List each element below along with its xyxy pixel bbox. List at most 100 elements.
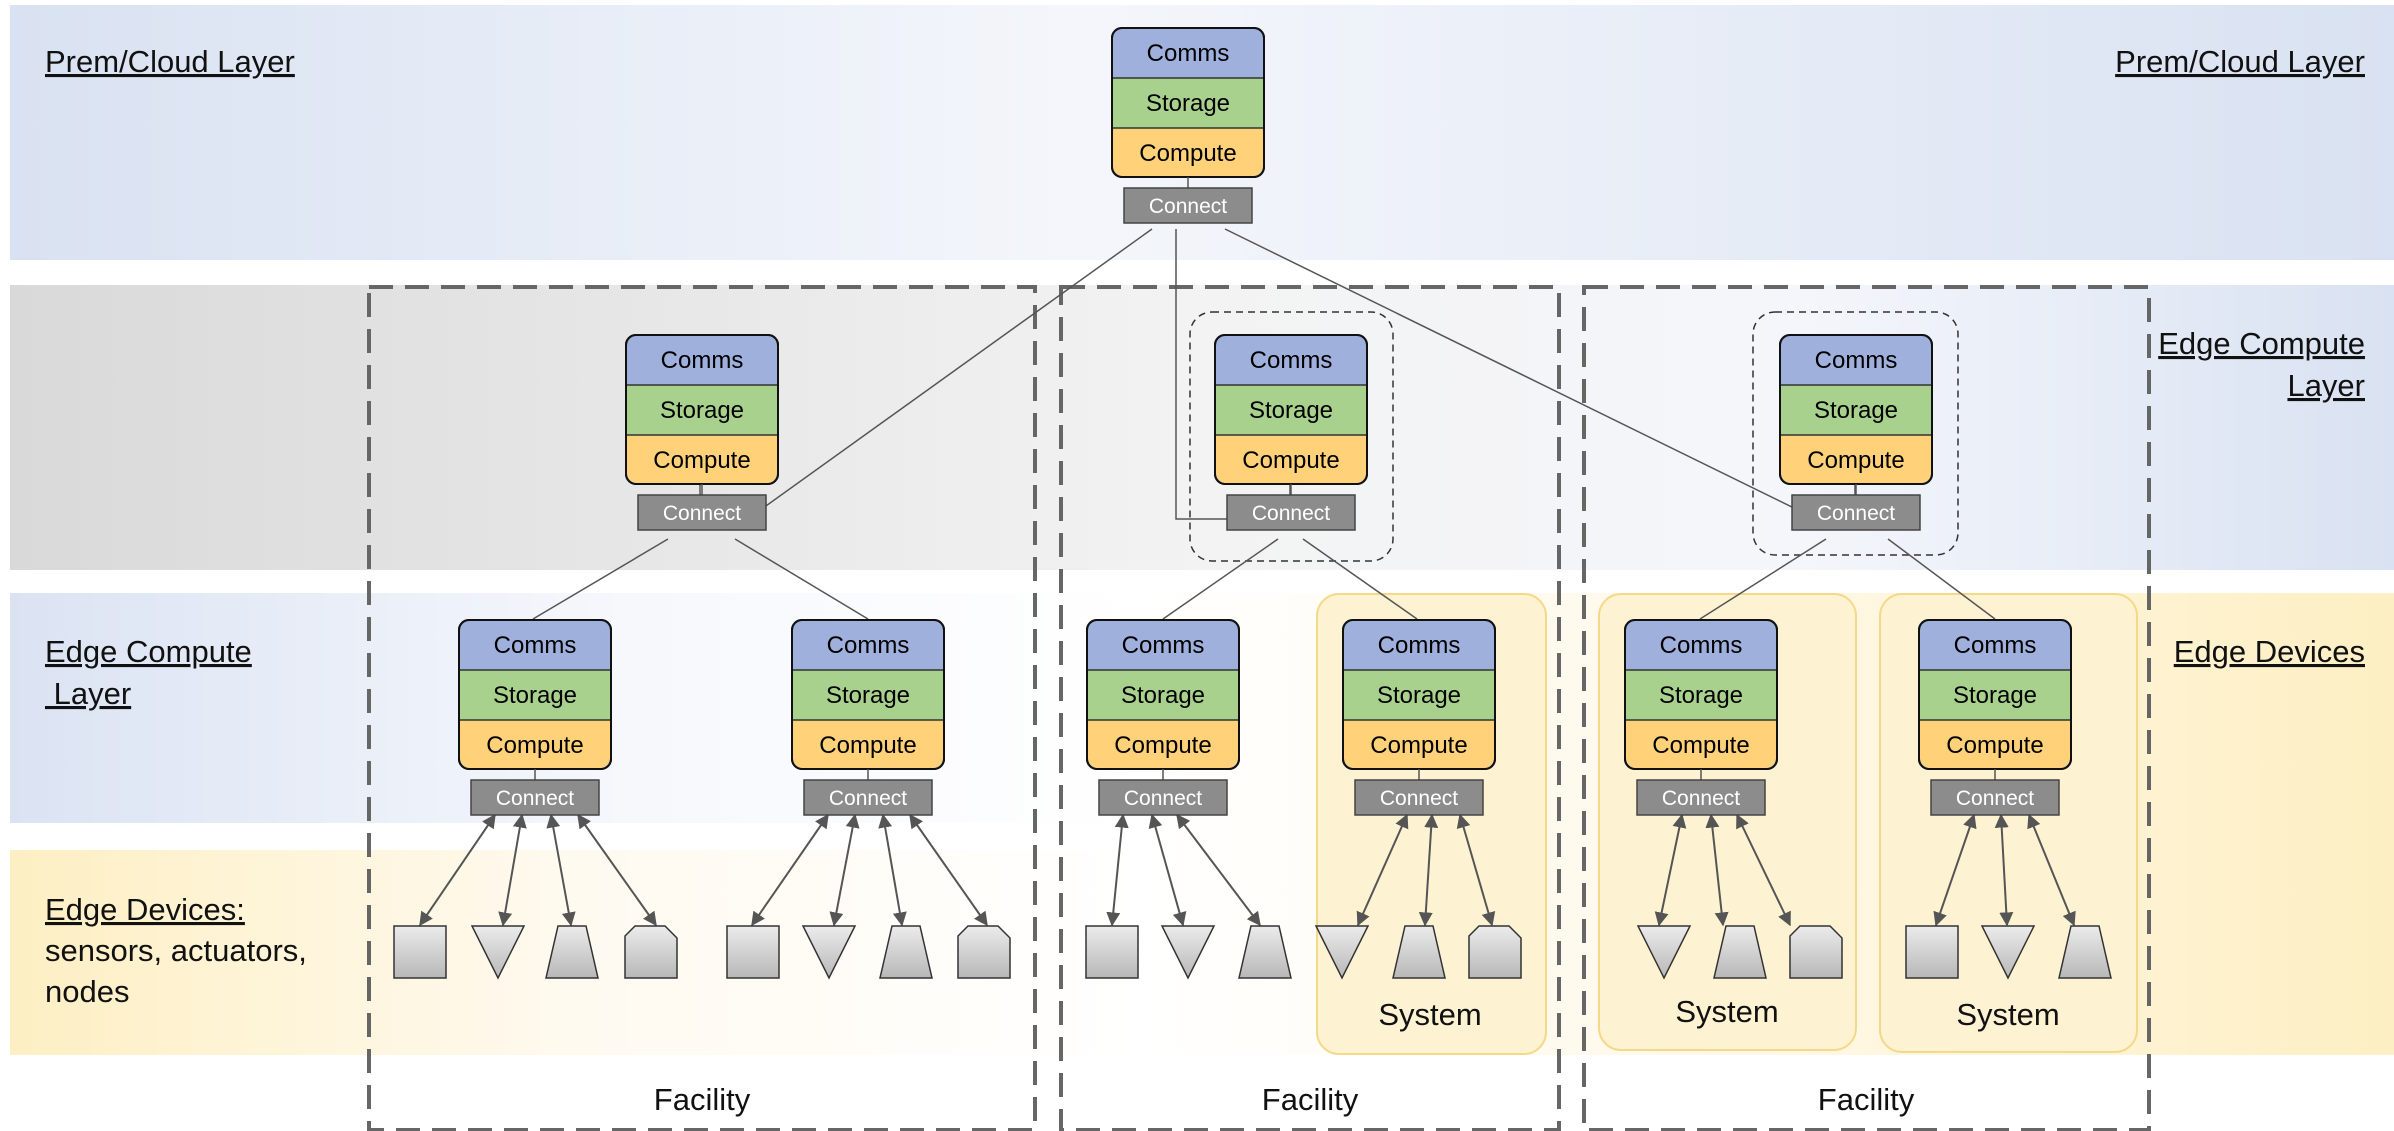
edge-device-trapezoid-icon	[545, 925, 599, 979]
system-label-2: System	[1675, 994, 1778, 1029]
comms-label: Comms	[1122, 632, 1205, 659]
comms-label: Comms	[1147, 40, 1230, 67]
edge-device-triangle-icon	[1980, 925, 2036, 980]
group-highlight-2	[1752, 311, 1959, 556]
comms-label: Comms	[1815, 347, 1898, 374]
system-label-1: System	[1378, 997, 1481, 1032]
edge-compute-label-left-line2: Layer	[45, 676, 131, 711]
edge-device-square-icon	[1905, 925, 1959, 979]
connect-label: Connect	[829, 787, 907, 810]
prem-cloud-label-right: Prem/Cloud Layer	[2115, 44, 2365, 79]
edge-device-triangle-icon	[1636, 925, 1692, 980]
storage-label: Storage	[493, 682, 577, 709]
compute-label: Compute	[1114, 732, 1211, 759]
system-label-3: System	[1956, 997, 2059, 1032]
edge-device-trapezoid-icon	[1238, 925, 1292, 979]
compute-label: Compute	[1139, 140, 1236, 167]
connect-label: Connect	[496, 787, 574, 810]
connection-lines	[532, 197, 1996, 620]
edge-compute-label-right-line2: Layer	[2287, 368, 2365, 403]
storage-label: Storage	[1121, 682, 1205, 709]
storage-label: Storage	[1146, 90, 1230, 117]
compute-label: Compute	[653, 447, 750, 474]
connect-box	[1098, 779, 1228, 816]
comms-label: Comms	[1954, 632, 2037, 659]
facility-box-1	[367, 285, 1037, 1131]
edge-device-triangle-icon	[1314, 925, 1370, 980]
compute-label: Compute	[819, 732, 916, 759]
storage-label: Storage	[826, 682, 910, 709]
storage-label: Storage	[1249, 397, 1333, 424]
connect-box	[1791, 494, 1921, 531]
connect-box	[1354, 779, 1484, 816]
compute-label: Compute	[1370, 732, 1467, 759]
compute-label: Compute	[1807, 447, 1904, 474]
compute-label: Compute	[1242, 447, 1339, 474]
edge-devices-label-left-line3: nodes	[45, 974, 129, 1009]
connect-box	[637, 494, 767, 531]
comms-label: Comms	[661, 347, 744, 374]
comms-label: Comms	[1378, 632, 1461, 659]
storage-label: Storage	[1377, 682, 1461, 709]
connect-label: Connect	[1956, 787, 2034, 810]
connect-box	[1123, 187, 1253, 224]
edge-device-square-icon	[726, 925, 780, 979]
edge-devices-label-left-line2: sensors, actuators,	[45, 933, 307, 968]
facility-label-3: Facility	[1818, 1082, 1915, 1117]
connect-box	[1636, 779, 1766, 816]
facility-label-1: Facility	[654, 1082, 751, 1117]
storage-label: Storage	[1814, 397, 1898, 424]
connect-label: Connect	[1662, 787, 1740, 810]
connect-label: Connect	[1149, 195, 1227, 218]
edge-device-pentagon-icon	[957, 925, 1011, 979]
connect-label: Connect	[1817, 502, 1895, 525]
edge-device-triangle-icon	[801, 925, 857, 980]
connect-label: Connect	[663, 502, 741, 525]
storage-label: Storage	[1953, 682, 2037, 709]
connect-box	[470, 779, 600, 816]
facility-box-3	[1582, 285, 2151, 1131]
edge-compute-label-right-line1: Edge Compute	[2158, 326, 2365, 361]
compute-label: Compute	[1652, 732, 1749, 759]
connect-label: Connect	[1380, 787, 1458, 810]
edge-device-pentagon-icon	[1468, 925, 1522, 979]
comms-label: Comms	[827, 632, 910, 659]
edge-device-pentagon-icon	[624, 925, 678, 979]
edge-device-trapezoid-icon	[1392, 925, 1446, 979]
edge-device-trapezoid-icon	[2058, 925, 2112, 979]
facility-box-2	[1059, 285, 1561, 1131]
comms-label: Comms	[494, 632, 577, 659]
comms-label: Comms	[1660, 632, 1743, 659]
connect-box	[1930, 779, 2060, 816]
comms-label: Comms	[1250, 347, 1333, 374]
edge-device-square-icon	[393, 925, 447, 979]
edge-device-trapezoid-icon	[1713, 925, 1767, 979]
compute-label: Compute	[486, 732, 583, 759]
edge-devices-label-left-title: Edge Devices:	[45, 892, 245, 927]
edge-device-pentagon-icon	[1789, 925, 1843, 979]
edge-compute-band-upper	[10, 285, 2394, 570]
edge-device-triangle-icon	[470, 925, 526, 980]
edge-devices-label-right: Edge Devices	[2174, 634, 2365, 669]
prem-cloud-label-left: Prem/Cloud Layer	[45, 44, 295, 79]
connect-box	[803, 779, 933, 816]
storage-label: Storage	[1659, 682, 1743, 709]
storage-label: Storage	[660, 397, 744, 424]
connect-label: Connect	[1252, 502, 1330, 525]
connect-box	[1226, 494, 1356, 531]
facility-label-2: Facility	[1262, 1082, 1359, 1117]
connect-label: Connect	[1124, 787, 1202, 810]
edge-device-trapezoid-icon	[879, 925, 933, 979]
compute-label: Compute	[1946, 732, 2043, 759]
